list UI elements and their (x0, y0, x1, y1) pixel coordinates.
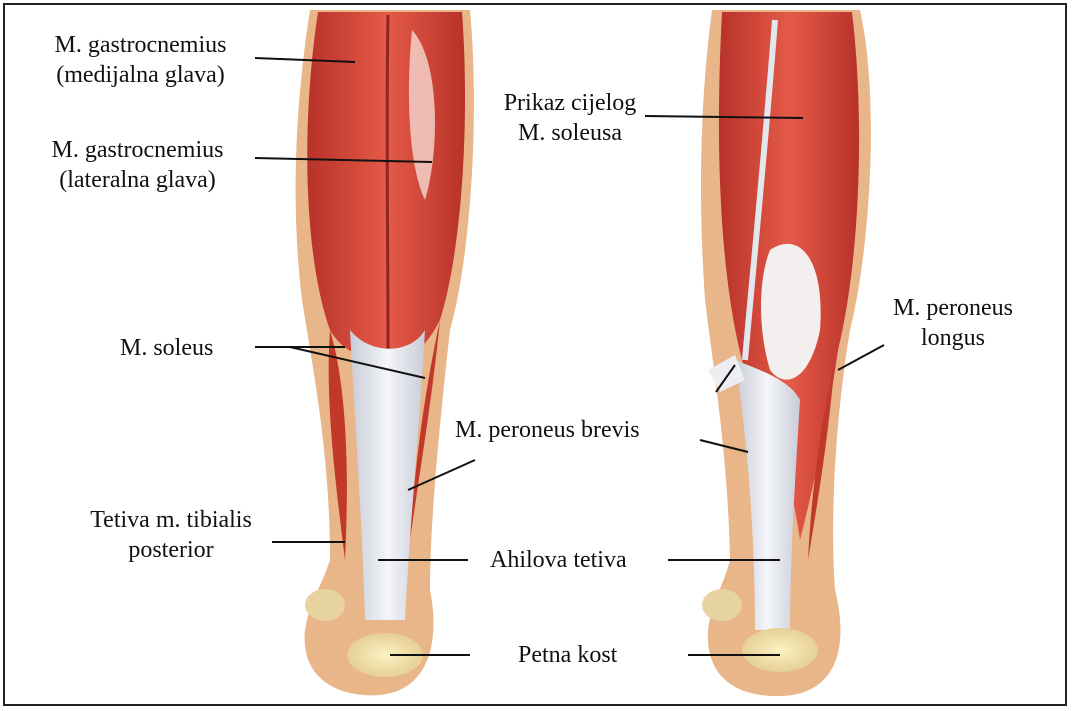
label-gastrocnemius-lateral: M. gastrocnemius (lateralna glava) (20, 135, 255, 195)
label-gastro-lat-line2: (lateralna glava) (20, 165, 255, 195)
label-gastro-lat-line1: M. gastrocnemius (20, 135, 255, 165)
label-peroneus-brevis: M. peroneus brevis (455, 415, 640, 445)
left-ankle-bone (305, 589, 345, 621)
right-ankle-bone (702, 589, 742, 621)
left-leg (296, 10, 474, 695)
label-heel-bone: Petna kost (518, 640, 617, 670)
label-peroneus-longus-line2: longus (868, 323, 1038, 353)
label-soleus: M. soleus (120, 333, 213, 363)
label-tibialis-line1: Tetiva m. tibialis (66, 505, 276, 535)
label-tibialis-line2: posterior (66, 535, 276, 565)
label-peroneus-longus: M. peroneus longus (868, 293, 1038, 353)
left-calf-divide (387, 15, 388, 350)
label-achilles-tendon: Ahilova tetiva (490, 545, 627, 575)
label-tibialis-posterior: Tetiva m. tibialis posterior (66, 505, 276, 565)
label-gastro-med-line2: (medijalna glava) (28, 60, 253, 90)
label-gastro-med-line1: M. gastrocnemius (28, 30, 253, 60)
label-prikaz-line1: Prikaz cijelog (490, 88, 650, 118)
label-gastrocnemius-medial: M. gastrocnemius (medijalna glava) (28, 30, 253, 90)
label-prikaz-soleusa: Prikaz cijelog M. soleusa (490, 88, 650, 148)
label-peroneus-longus-line1: M. peroneus (868, 293, 1038, 323)
right-heel-bone (742, 628, 818, 672)
right-leg (701, 10, 871, 696)
label-prikaz-line2: M. soleusa (490, 118, 650, 148)
